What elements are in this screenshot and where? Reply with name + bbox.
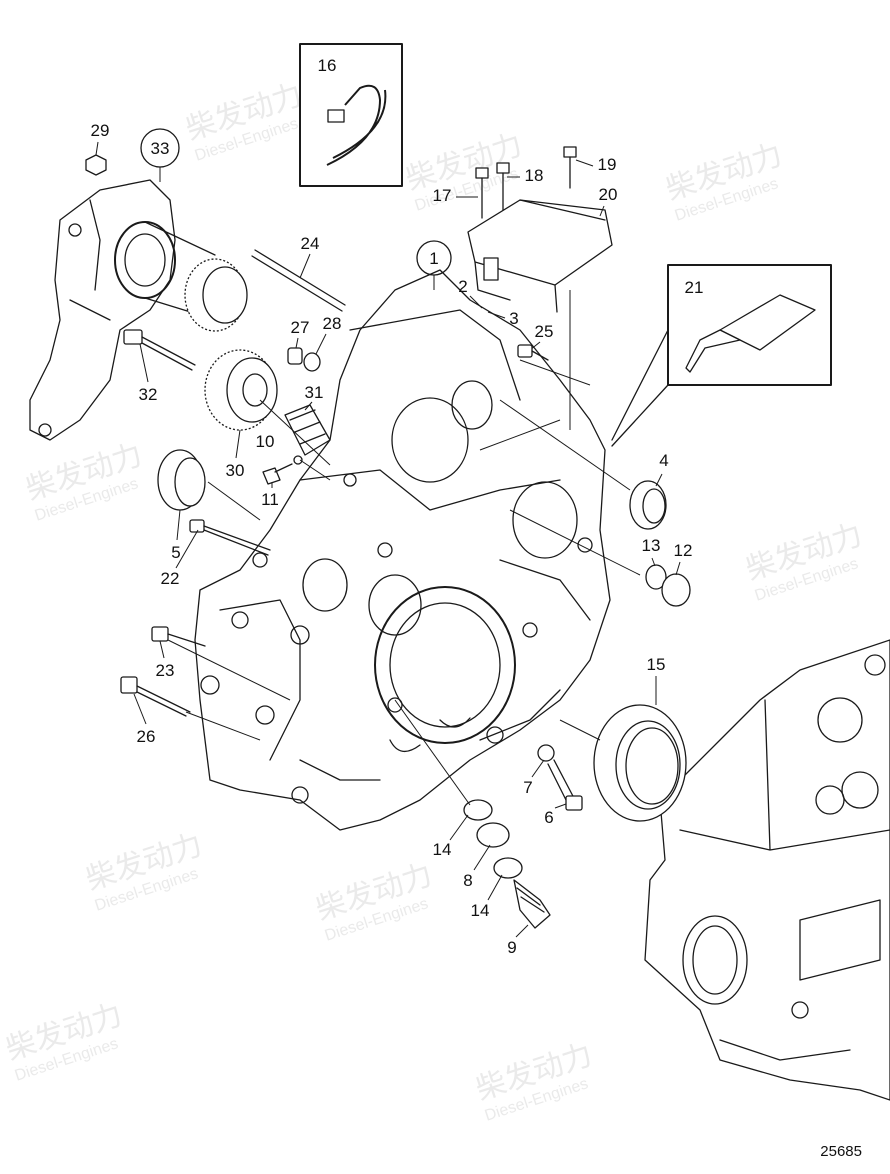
callout-2: 2 [458,277,467,296]
drawing-number: 25685 [820,1143,862,1160]
callout-13: 13 [642,536,661,555]
callout-33: 33 [151,139,170,158]
callout-12: 12 [674,541,693,560]
bolt-32 [123,329,196,371]
callout-11: 11 [261,490,279,509]
bolt-6 [537,744,583,811]
callout-27: 27 [291,318,310,337]
callout-labels: 1 2 3 4 5 6 7 8 9 10 11 12 13 14 14 15 1… [91,56,704,957]
callout-21: 21 [685,278,704,297]
callout-5: 5 [171,543,180,562]
callout-29: 29 [91,121,110,140]
callout-28: 28 [323,314,342,333]
cover-5 [157,449,206,511]
callout-23: 23 [156,661,175,680]
callout-18: 18 [525,166,544,185]
callout-30: 30 [226,461,245,480]
callout-19: 19 [598,155,617,174]
bush-31 [284,404,331,456]
bolts-17-18-19 [475,146,577,219]
callout-17: 17 [433,186,452,205]
engine-block [644,639,890,1101]
assembly-lines [167,290,641,806]
bolt-22 [189,519,271,556]
callout-1: 1 [429,249,438,268]
callout-14a: 14 [433,840,452,859]
callout-14b: 14 [471,901,490,920]
sealant-box-21 [611,264,832,447]
gear-housing-33 [29,179,216,441]
callout-15: 15 [647,655,666,674]
nut-29 [85,154,107,176]
seal-15 [593,704,687,822]
gear-30 [184,258,278,431]
callout-8: 8 [463,871,472,890]
callout-7: 7 [523,778,532,797]
bolt-26 [120,676,191,717]
callout-3: 3 [509,309,518,328]
control-unit-20 [467,199,613,313]
stud-24 [251,249,346,312]
callout-16: 16 [318,56,337,75]
callout-26: 26 [137,727,156,746]
plug-27 [287,347,321,372]
screw-11 [262,455,303,485]
callout-32: 32 [139,385,158,404]
plug-12 [645,564,691,607]
seal-4 [629,480,667,530]
callout-4: 4 [659,451,668,470]
banjo-assembly [463,799,551,929]
callout-24: 24 [301,234,320,253]
callout-22: 22 [161,569,180,588]
callout-10: 10 [256,432,275,451]
cable-tie-box-16 [299,43,403,187]
callout-9: 9 [507,938,516,957]
flywheel-housing [194,269,611,831]
callout-6: 6 [544,808,553,827]
callout-20: 20 [599,185,618,204]
callout-25: 25 [535,322,554,341]
callout-31: 31 [305,383,324,402]
